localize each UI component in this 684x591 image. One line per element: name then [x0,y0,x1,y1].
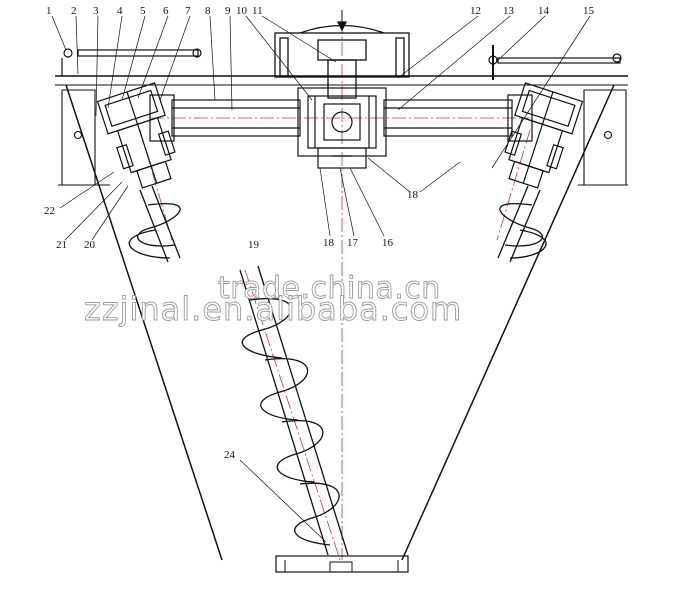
drive-housing [274,10,410,99]
top-cover-rod [61,45,622,80]
callout-8: 8 [205,5,211,17]
horizontal-arm [149,87,533,169]
callout-6: 6 [163,5,169,17]
callout-5: 5 [140,5,146,17]
callout-13: 13 [503,5,515,17]
callout-labels: 1 2 3 4 5 6 7 8 9 10 11 12 13 14 15 22 2… [44,5,595,461]
left-upper-screw [128,185,181,263]
callout-7: 7 [185,5,191,17]
main-screw [239,265,349,556]
callout-20: 20 [84,239,96,251]
callout-21: 21 [56,239,67,251]
callout-24: 24 [224,449,236,461]
right-screw-head [504,82,584,189]
watermark: trade.china.cn zzjinal.en.alibaba.com [84,271,462,329]
callout-19: 19 [248,239,260,251]
callout-1: 1 [46,5,52,17]
callout-9: 9 [225,5,231,17]
right-upper-screw [497,185,547,263]
callout-18-right: 18 [407,189,419,201]
watermark-line-2: zzjinal.en.alibaba.com [84,290,462,328]
callout-12: 12 [470,5,481,17]
left-screw-head [96,82,176,189]
callout-10: 10 [236,5,248,17]
callout-3: 3 [93,5,99,17]
callout-14: 14 [538,5,550,17]
watermark-line-1: trade.china.cn [218,271,441,306]
callout-17: 17 [347,237,359,249]
callout-18-lower: 18 [323,237,335,249]
callout-4: 4 [117,5,123,17]
callout-2: 2 [71,5,77,17]
callout-11: 11 [252,5,263,17]
callout-16: 16 [382,237,394,249]
callout-15: 15 [583,5,595,17]
callout-22: 22 [44,205,55,217]
leader-lines [51,15,591,543]
